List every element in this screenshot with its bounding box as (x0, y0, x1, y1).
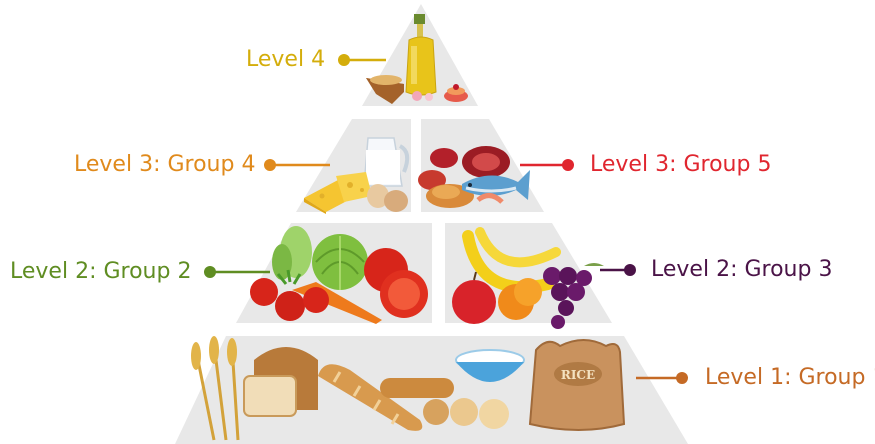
cabbage-icon (312, 234, 368, 290)
dot-level3-group5 (562, 159, 574, 171)
bread-loaf-icon (243, 347, 318, 417)
crackers-icon (423, 398, 509, 429)
label-level2-group3: Level 2: Group 3 (651, 257, 832, 282)
dot-level3-group4 (264, 159, 276, 171)
cheese-icon (304, 172, 372, 214)
label-level2-group2: Level 2: Group 2 (10, 259, 191, 284)
meat-icon (418, 146, 510, 190)
oil-bottle-icon (405, 14, 437, 96)
baguette-icon (318, 364, 454, 431)
label-level3-group5: Level 3: Group 5 (590, 152, 771, 177)
dot-level2-group2 (204, 266, 216, 278)
wheat-icon (191, 336, 240, 441)
sweets-icon (412, 84, 468, 102)
pie-slice-icon (366, 75, 404, 104)
fish-icon (462, 170, 530, 200)
label-level1-group1: Level 1: Group 1 (705, 365, 875, 390)
shrimp-icon (476, 193, 504, 204)
eggs-icon (367, 184, 408, 212)
grapes-icon (543, 263, 604, 329)
rice-sack-label: RICE (561, 368, 595, 382)
leafy-greens-icon (272, 226, 312, 280)
label-level3-group4: Level 3: Group 4 (74, 152, 255, 177)
rice-sack-icon: RICE (528, 339, 626, 431)
milk-jug-icon (363, 137, 410, 187)
dot-level2-group3 (624, 264, 636, 276)
dot-level1-group1 (676, 372, 688, 384)
label-level4: Level 4 (246, 47, 325, 72)
apple-icon (452, 271, 496, 324)
orange-icon (498, 278, 542, 320)
tomatoes-icon (250, 248, 428, 321)
rice-bowl-icon (455, 349, 525, 382)
dot-level4 (338, 54, 350, 66)
